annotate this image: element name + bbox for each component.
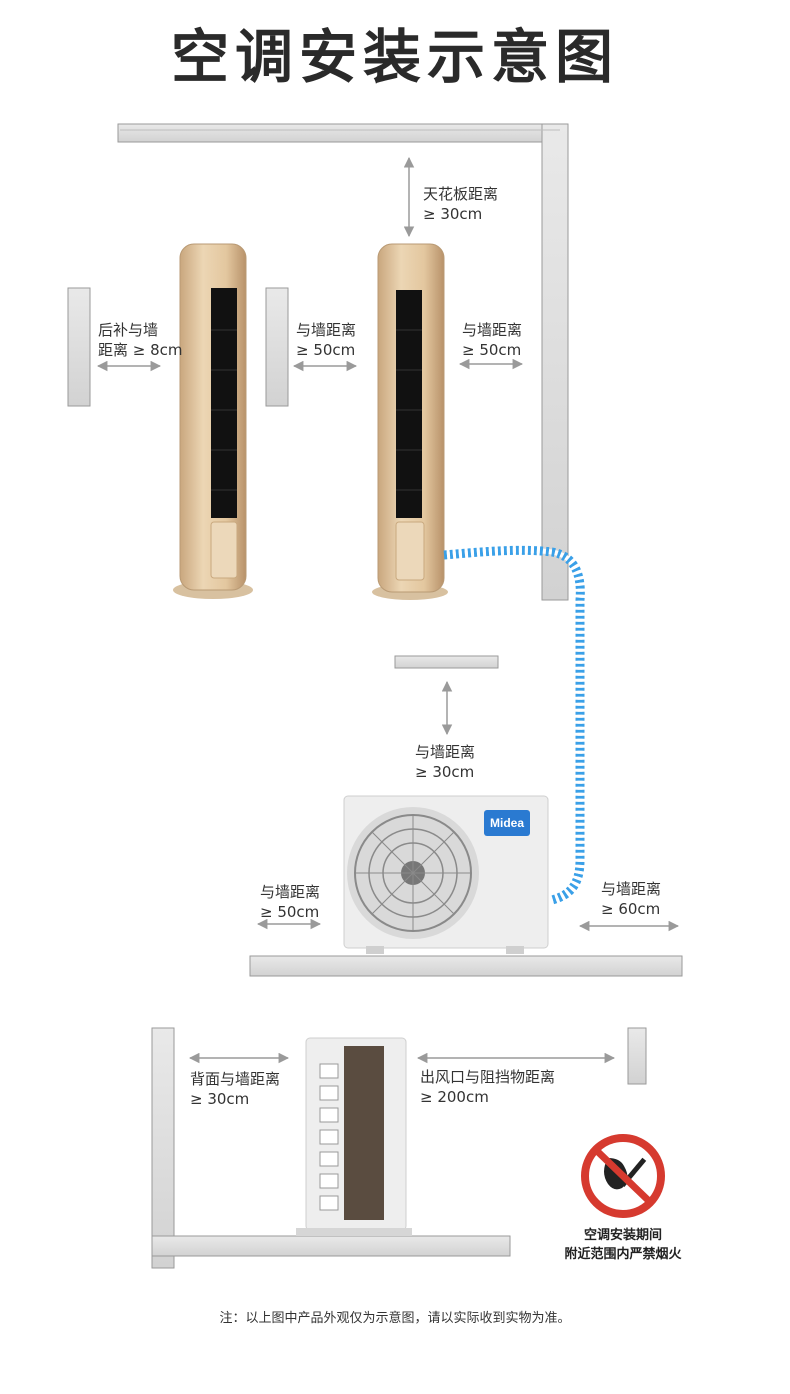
brand-text: Midea (489, 816, 524, 830)
outdoor-top-wall (394, 655, 499, 669)
outdoor-top-distance-label: 与墙距离≥ 30cm (415, 743, 476, 781)
indoor-unit-right (372, 243, 448, 600)
room-wall (117, 123, 569, 601)
no-smoking-icon (581, 1134, 665, 1218)
outdoor-ground (249, 955, 683, 977)
back-wall-post (67, 287, 91, 407)
right-wall-distance-label: 与墙距离≥ 50cm (462, 321, 523, 359)
outdoor-unit-side (296, 1037, 412, 1236)
ceiling-distance-label: 天花板距离≥ 30cm (423, 185, 499, 223)
mid-wall-post (265, 287, 289, 407)
side-view-walls (151, 1027, 647, 1269)
brand-logo: Midea (484, 810, 530, 836)
outdoor-left-distance-label: 与墙距离≥ 50cm (260, 883, 321, 921)
refrigerant-pipe (443, 545, 585, 905)
back-wall-distance-label: 后补与墙距离 ≥ 8cm (98, 321, 183, 359)
side-front-distance-label: 出风口与阻挡物距离≥ 200cm (420, 1068, 556, 1106)
footnote: 注：以上图中产品外观仅为示意图，请以实际收到实物为准。 (219, 1311, 571, 1326)
outdoor-right-distance-label: 与墙距离≥ 60cm (601, 880, 662, 918)
side-back-distance-label: 背面与墙距离≥ 30cm (190, 1070, 281, 1108)
indoor-unit-left (173, 243, 253, 599)
page-title: 空调安装示意图 (170, 23, 619, 91)
mid-wall-distance-label: 与墙距离≥ 50cm (296, 321, 357, 359)
no-smoking-warning: 空调安装期间 附近范围内严禁烟火 (564, 1228, 682, 1262)
